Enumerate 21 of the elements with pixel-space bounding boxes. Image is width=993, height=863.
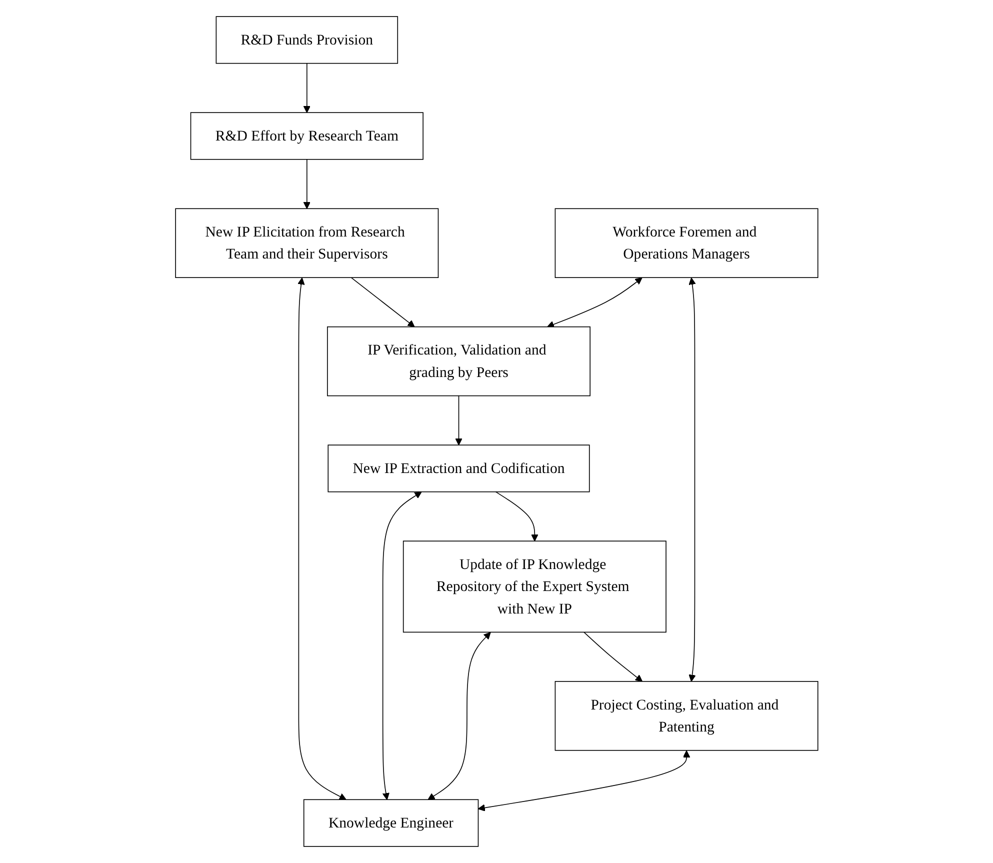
- arrow: [350, 277, 415, 328]
- node-box: R&D Funds Provision: [216, 16, 398, 64]
- arrow: [297, 278, 346, 800]
- arrow: [688, 278, 696, 682]
- arrow: [454, 395, 462, 446]
- arrow: [546, 277, 642, 328]
- node-box: New IP Elicitation from Research Team and their Supervisors: [174, 208, 438, 278]
- node-box: IP Verification, Validation and grading by Peers: [326, 326, 590, 396]
- arrow: [495, 491, 538, 542]
- arrow: [583, 632, 642, 682]
- node-box: Update of IP Knowledge Repository of the Expert System with New IP: [402, 540, 666, 633]
- node-box: Knowledge Engineer: [303, 799, 478, 847]
- arrow: [427, 632, 491, 800]
- arrow: [478, 750, 690, 812]
- node-box: R&D Effort by Research Team: [190, 112, 424, 160]
- node-box: Workforce Foremen and Operations Managers: [554, 208, 818, 278]
- node-box: New IP Extraction and Codification: [328, 444, 590, 492]
- arrow: [303, 62, 310, 113]
- arrow: [382, 492, 422, 800]
- arrow: [303, 158, 310, 209]
- node-box: Project Costing, Evaluation and Patenting: [554, 681, 818, 751]
